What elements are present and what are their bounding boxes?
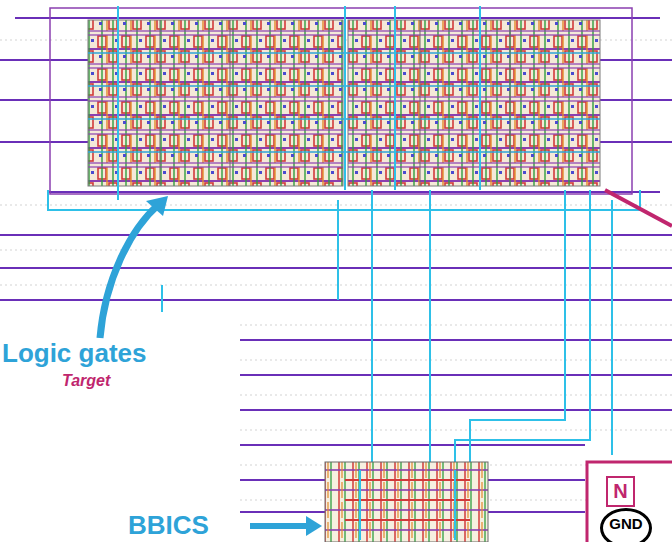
sub-label: Target [62,372,110,390]
n-well-box: N [606,476,635,507]
part-label: BBICS [128,510,209,541]
node-text: GND [609,515,642,532]
node-text: N [613,480,627,503]
part-label: Logic gates [2,338,146,369]
gnd-circle: GND [600,508,652,542]
